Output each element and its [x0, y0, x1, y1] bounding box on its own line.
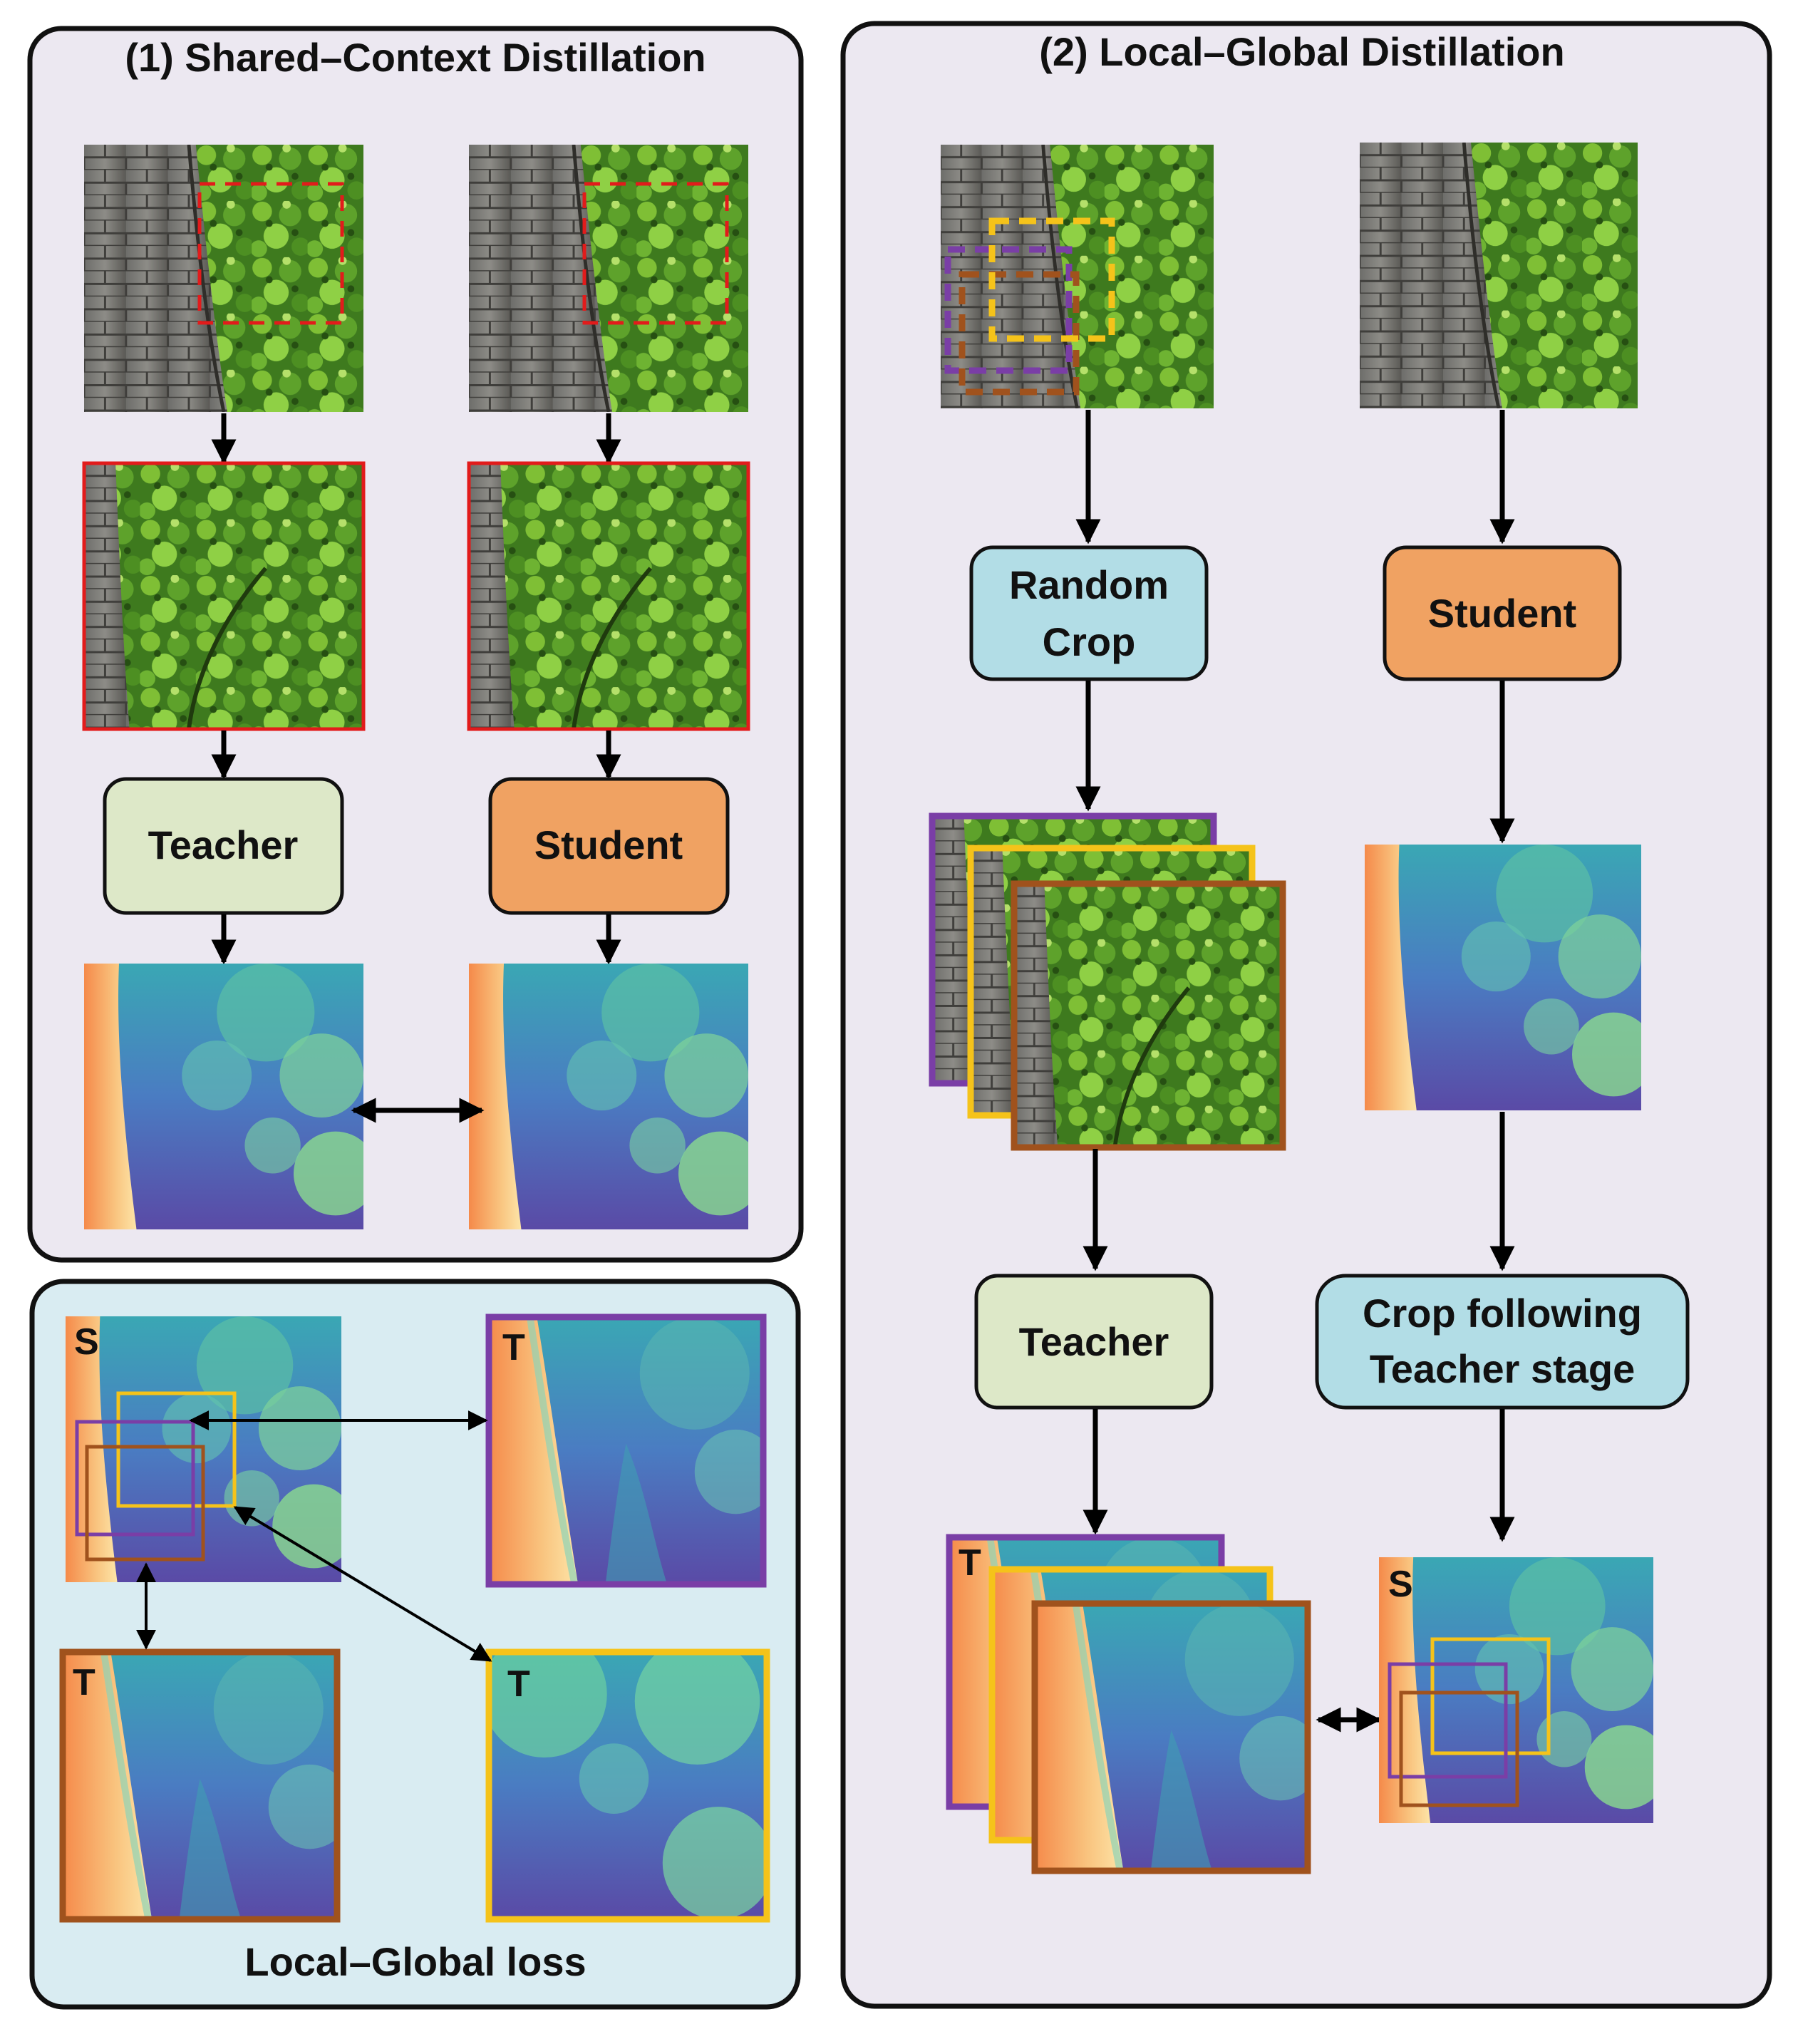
student-depth-output [469, 964, 763, 1229]
p2-student-label: Student [1428, 591, 1576, 636]
p2-student-input-image [1360, 143, 1638, 408]
p3-caption: Local–Global loss [244, 1939, 586, 1984]
p3-teacher-brown-depth [63, 1652, 351, 1919]
crop-following-label-2: Teacher stage [1370, 1346, 1635, 1391]
p3-s-brown-box [85, 1445, 205, 1562]
p3-t-marker-yellow: T [507, 1663, 530, 1705]
crop-brown-frame [1011, 880, 1286, 1151]
p1-student-box [488, 777, 730, 915]
student-cropped-image [469, 463, 748, 729]
teacher-cropped-frame [82, 461, 366, 731]
p2-student-depth-cropped [1379, 1557, 1667, 1823]
p1-teacher-box [103, 777, 344, 915]
p2-s-purple-box [1388, 1662, 1508, 1779]
p2-student-depth-output [1365, 845, 1655, 1110]
crop-following-box [1315, 1274, 1690, 1410]
panel2-frame [840, 21, 1772, 2009]
p2-s-marker: S [1388, 1564, 1413, 1605]
p3-student-depth [66, 1316, 355, 1582]
stacked-teacher-depth-crops: T [946, 1534, 1321, 1874]
stacked-rgb-crops [929, 812, 1286, 1151]
panel1-title: (1) Shared–Context Distillation [125, 35, 706, 80]
p3-s-yellow-box [116, 1391, 237, 1508]
p2-teacher-box [974, 1274, 1214, 1410]
depth-crop-brown [1035, 1604, 1321, 1871]
p3-s-marker: S [74, 1321, 99, 1363]
panel-local-global: (2) Local–Global Distillation Random Cro… [840, 21, 1772, 2009]
p3-t-marker-purple: T [502, 1327, 525, 1368]
random-crop-label-1: Random [1009, 562, 1169, 607]
teacher-depth-output [84, 964, 378, 1229]
panel2-title: (2) Local–Global Distillation [1039, 29, 1564, 74]
p3-teacher-purple-frame [485, 1313, 767, 1588]
p1-teacher-label: Teacher [148, 822, 299, 867]
p2-s-yellow-box [1430, 1637, 1551, 1755]
student-cropped-frame [467, 461, 750, 731]
p2-student-box [1383, 545, 1622, 681]
teacher-red-crop-box [197, 182, 344, 325]
student-input-image [469, 145, 748, 412]
panel-shared-context: (1) Shared–Context Distillation Teacher … [27, 26, 804, 1263]
p3-t-marker-brown: T [73, 1662, 95, 1703]
student-red-crop-box [582, 182, 729, 325]
p2-s-brown-box [1399, 1691, 1519, 1807]
p3-arrow-yellow [233, 1506, 492, 1662]
p2-teacher-label: Teacher [1019, 1319, 1169, 1364]
p2-purple-crop-box [944, 246, 1073, 374]
teacher-input-image [84, 145, 363, 412]
random-crop-box [969, 545, 1209, 681]
depth-crop-brown-frame [1031, 1600, 1311, 1874]
p3-teacher-purple-depth [489, 1317, 777, 1584]
teacher-cropped-image [84, 463, 363, 729]
p3-teacher-yellow-frame [485, 1648, 770, 1923]
random-crop-label-2: Crop [1043, 619, 1136, 664]
panel-local-global-loss: S T T T Local–Global loss [29, 1279, 801, 2010]
p2-yellow-crop-box [988, 217, 1115, 342]
p3-s-purple-box [75, 1420, 195, 1537]
p2-brown-crop-box [959, 271, 1080, 396]
p3-teacher-brown-frame [59, 1648, 341, 1923]
crop-following-label-1: Crop following [1363, 1291, 1642, 1336]
p1-student-label: Student [534, 822, 683, 867]
crop-brown-image [1014, 884, 1283, 1147]
p2-t-marker: T [959, 1542, 981, 1584]
